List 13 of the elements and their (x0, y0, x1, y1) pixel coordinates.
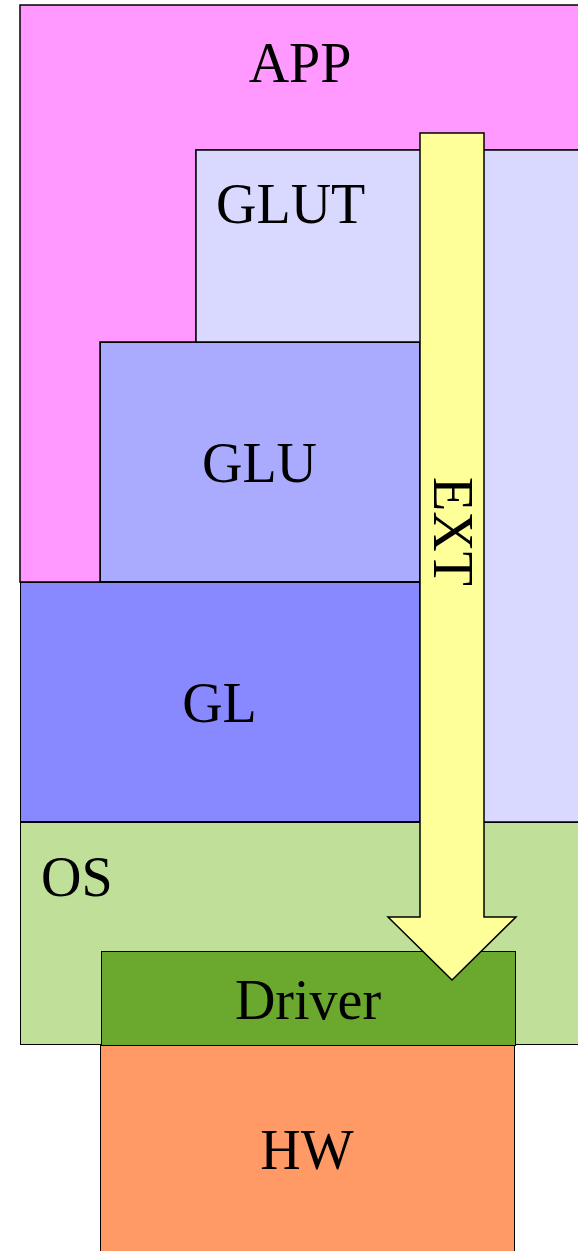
layer-label: GLU (200, 435, 319, 491)
layer-label: GL (181, 675, 258, 731)
layer-label: HW (259, 1122, 355, 1178)
layer-label: APP (247, 35, 353, 91)
layer-box (100, 1045, 515, 1251)
layer-box (20, 822, 578, 1045)
arrow-label: EXT (425, 477, 481, 586)
layer-label: GLUT (216, 176, 366, 232)
layer-label: OS (41, 849, 113, 905)
layer-box (20, 582, 420, 822)
layer-box (101, 951, 516, 1046)
layer-box (100, 342, 420, 582)
layer-label: Driver (233, 972, 383, 1028)
